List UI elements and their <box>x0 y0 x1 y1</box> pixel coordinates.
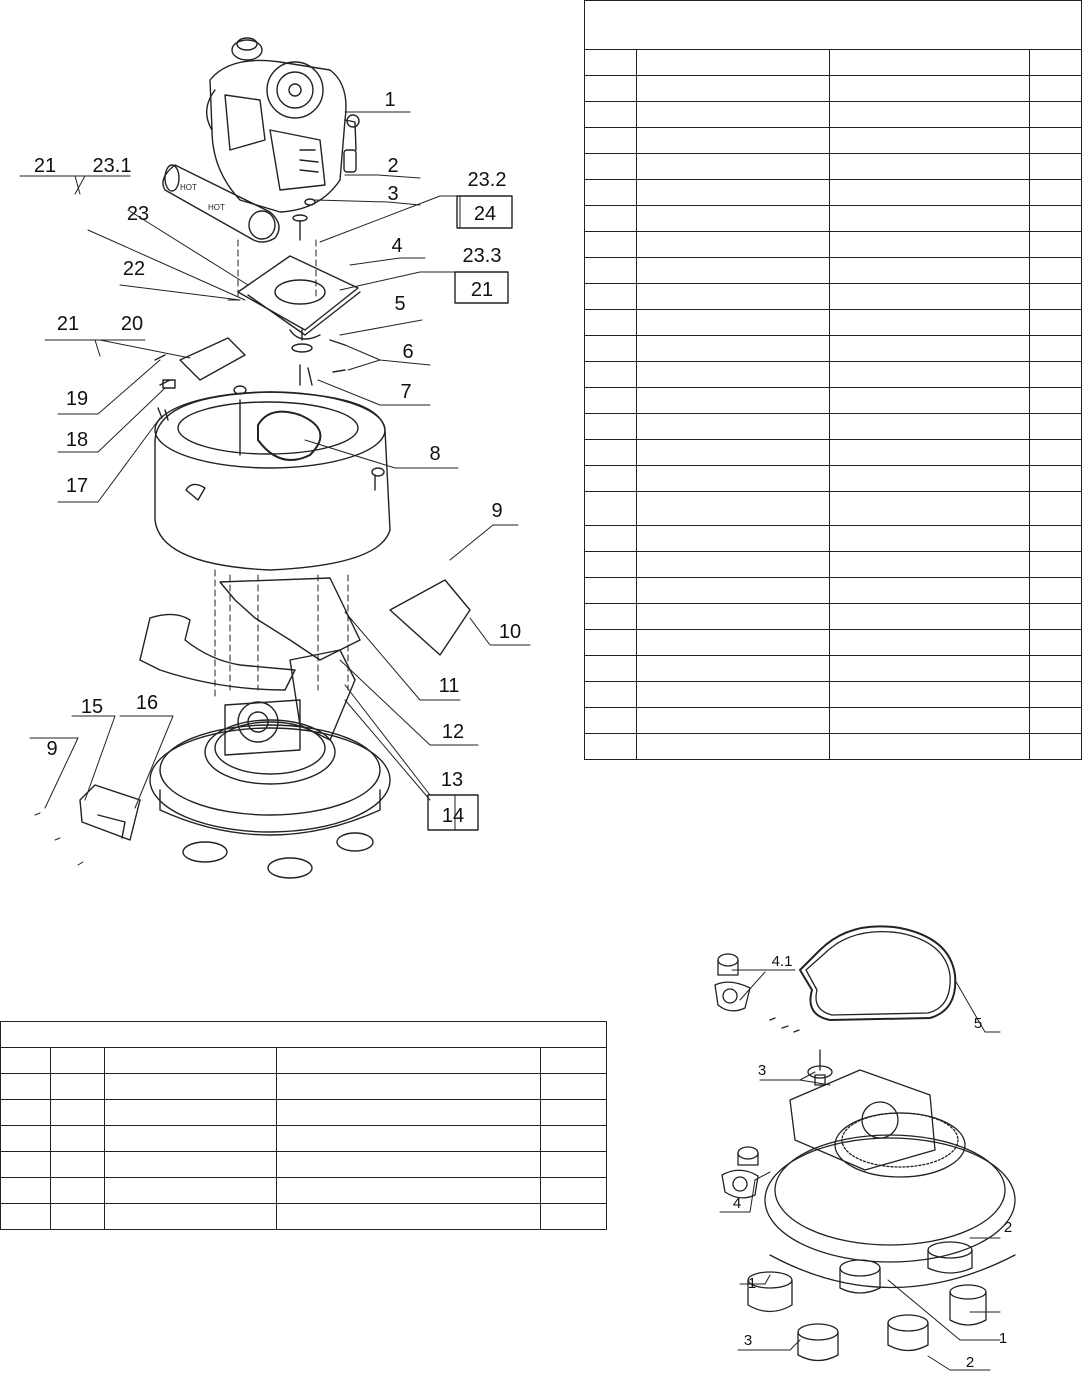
table-row <box>584 603 1082 630</box>
table-row <box>584 335 1082 362</box>
callout-label: 21 <box>34 155 56 177</box>
table-row <box>0 1177 607 1204</box>
callout-label: 18 <box>66 429 88 451</box>
table-row <box>584 733 1082 760</box>
callout-label: 4 <box>391 235 402 257</box>
table-row <box>584 387 1082 414</box>
table-row <box>584 127 1082 154</box>
table-row <box>0 1125 607 1152</box>
callout-label: 10 <box>499 621 521 643</box>
callout-label: 9 <box>46 738 57 760</box>
table-row <box>0 1047 607 1074</box>
table-row <box>0 1203 607 1230</box>
table-row <box>584 75 1082 102</box>
table-row <box>584 439 1082 466</box>
callout-label: 2 <box>387 155 398 177</box>
callout-label: 14 <box>442 805 464 827</box>
inset-callout-label: 3 <box>744 1332 752 1349</box>
callout-label: 5 <box>394 293 405 315</box>
parts-table-main <box>584 0 1082 760</box>
table-header-row <box>0 1021 607 1048</box>
table-row <box>584 309 1082 336</box>
table-row <box>584 577 1082 604</box>
callout-label: 9 <box>491 500 502 522</box>
table-row <box>584 153 1082 180</box>
table-row <box>0 1099 607 1126</box>
callout-label: 19 <box>66 388 88 410</box>
inset-callout-label: 4 <box>733 1195 741 1212</box>
table-row <box>0 1073 607 1100</box>
table-row <box>584 629 1082 656</box>
callout-label: 11 <box>439 675 460 697</box>
callout-label: 22 <box>123 258 145 280</box>
inset-callout-label: 4.1 <box>772 953 793 970</box>
table-row <box>584 257 1082 284</box>
main-exploded-diagram: HOT HOT <box>19 37 531 879</box>
table-row <box>584 413 1082 440</box>
callout-label: 17 <box>66 475 88 497</box>
base-drawing <box>149 699 391 879</box>
table-row <box>584 205 1082 232</box>
parts-table-bottom <box>0 1021 607 1230</box>
callout-label: 3 <box>387 183 398 205</box>
table-row <box>584 231 1082 258</box>
callout-label: 6 <box>402 341 413 363</box>
table-row <box>584 179 1082 206</box>
callout-label: 24 <box>474 203 496 225</box>
svg-text:HOT: HOT <box>180 183 197 192</box>
table-row <box>584 101 1082 128</box>
table-row <box>584 361 1082 388</box>
table-row <box>584 681 1082 708</box>
table-row <box>584 551 1082 578</box>
table-row <box>584 49 1082 76</box>
table-row <box>0 1151 607 1178</box>
callout-label: 23.2 <box>468 169 507 191</box>
engine-drawing: HOT HOT <box>162 37 360 243</box>
callout-label: 15 <box>81 696 103 718</box>
mount-plate-drawing <box>237 255 361 353</box>
table-row <box>584 707 1082 734</box>
callout-label: 13 <box>441 769 463 791</box>
callout-label: 16 <box>136 692 158 714</box>
callout-label: 12 <box>442 721 464 743</box>
table-row <box>584 655 1082 682</box>
callout-label: 20 <box>121 313 143 335</box>
hood-drawing <box>154 385 391 571</box>
inset-callout-label: 1 <box>999 1330 1007 1347</box>
table-row <box>584 465 1082 492</box>
callout-label: 7 <box>400 381 411 403</box>
table-row <box>584 491 1082 526</box>
callout-label: 8 <box>429 443 440 465</box>
callout-label: 23.3 <box>463 245 502 267</box>
callout-label: 1 <box>384 89 395 111</box>
svg-text:HOT: HOT <box>208 203 225 212</box>
callout-label: 23 <box>127 203 149 225</box>
callout-label: 21 <box>471 279 493 301</box>
inset-callout-label: 5 <box>974 1015 982 1032</box>
table-header-row <box>584 0 1082 50</box>
inset-callout-label: 2 <box>1004 1219 1012 1236</box>
table-row <box>584 283 1082 310</box>
inset-callout-label: 1 <box>748 1275 756 1292</box>
inset-callout-label: 2 <box>966 1354 974 1371</box>
inset-exploded-diagram: 4.1 5 3 4 2 1 3 2 1 <box>714 925 1016 1371</box>
table-row <box>584 525 1082 552</box>
callout-label: 23.1 <box>93 155 132 177</box>
callout-label: 21 <box>57 313 79 335</box>
inset-callout-label: 3 <box>758 1062 766 1079</box>
